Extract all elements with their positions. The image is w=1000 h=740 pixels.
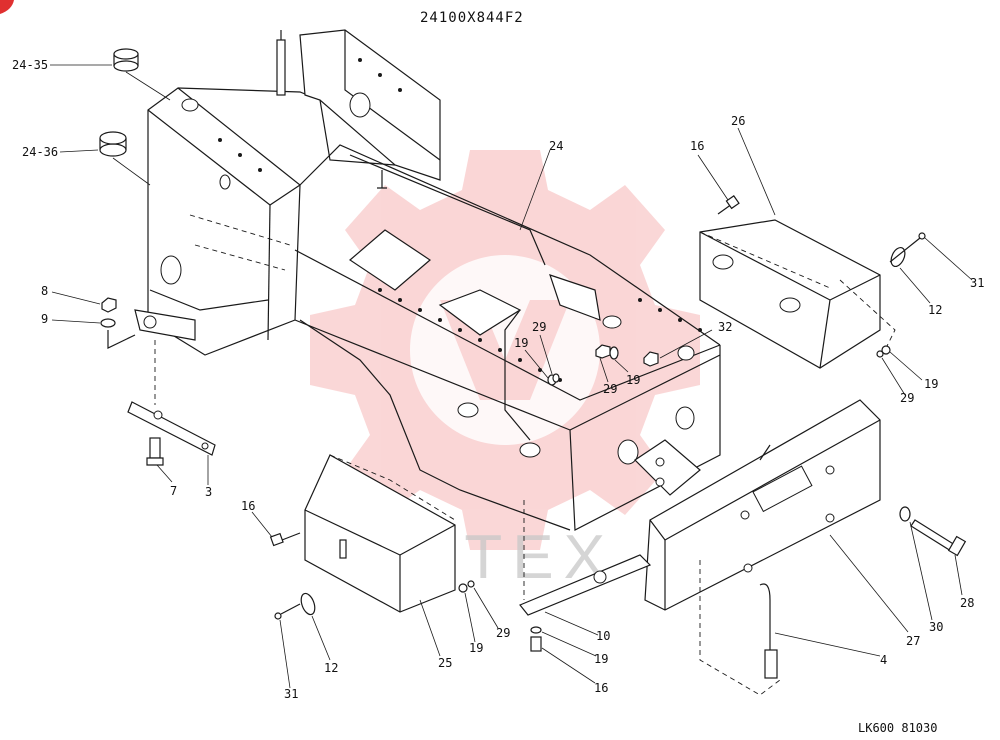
- callout-19-left: 19: [469, 641, 483, 655]
- bolt-16-left: [269, 532, 301, 547]
- callout-labels: 24-35 24-36 8 9 7 3 24 16 26 31 12 19 29…: [12, 58, 984, 701]
- bolt-16-top: [717, 195, 740, 215]
- front-weight-27: [644, 399, 881, 611]
- pin-31-bottom: [274, 603, 301, 620]
- hook-4: [759, 583, 778, 679]
- bracket: [634, 439, 701, 496]
- callout-27: 27: [906, 634, 920, 648]
- callout-25: 25: [438, 656, 452, 670]
- nut-8: [101, 297, 117, 313]
- bushing-24-35: [113, 48, 139, 72]
- callout-19-frame: 19: [514, 336, 528, 350]
- callout-28: 28: [960, 596, 974, 610]
- callout-19-center: 19: [626, 373, 640, 387]
- corner-mark: [0, 0, 14, 14]
- callout-8: 8: [41, 284, 48, 298]
- washer-30: [899, 506, 911, 522]
- callout-9: 9: [41, 312, 48, 326]
- callout-19-right: 19: [924, 377, 938, 391]
- callout-16-left: 16: [241, 499, 255, 513]
- callout-19-bottom: 19: [594, 652, 608, 666]
- callout-30: 30: [929, 620, 943, 634]
- washer-19-29-left: [458, 580, 475, 593]
- washer-9: [100, 318, 116, 328]
- link-3: [127, 401, 216, 456]
- drawing-title: 24100X844F2: [420, 10, 524, 26]
- washer-19-bottom: [530, 626, 542, 634]
- callout-24-36: 24-36: [22, 145, 58, 159]
- callout-10: 10: [596, 629, 610, 643]
- clip-12-top: [890, 246, 906, 268]
- main-frame-24: [147, 29, 721, 531]
- callout-29-frame: 29: [532, 320, 546, 334]
- washer-19-center: [609, 346, 619, 360]
- bushing-24-36: [99, 131, 127, 157]
- callout-31-top: 31: [970, 276, 984, 290]
- callout-4: 4: [880, 653, 887, 667]
- callout-3: 3: [205, 485, 212, 499]
- callout-16-top: 16: [690, 139, 704, 153]
- hinge-bracket: [134, 309, 196, 341]
- bolt-16-bottom: [530, 636, 542, 652]
- callout-7: 7: [170, 484, 177, 498]
- leader-lines: [50, 64, 973, 689]
- callout-26: 26: [731, 114, 745, 128]
- callout-31-bottom: 31: [284, 687, 298, 701]
- callout-29-left: 29: [496, 626, 510, 640]
- callout-12-top: 12: [928, 303, 942, 317]
- washer-19-29-right: [876, 345, 891, 358]
- callout-29-right: 29: [900, 391, 914, 405]
- weight-box-25: [304, 454, 456, 613]
- clip-12-bottom: [300, 592, 316, 616]
- callout-29-center: 29: [603, 382, 617, 396]
- callout-12-bottom: 12: [324, 661, 338, 675]
- footer-code: LK600 81030: [858, 721, 937, 735]
- washer-29-19-frame: [547, 373, 560, 386]
- callout-16-bottom: 16: [594, 681, 608, 695]
- plate-10: [519, 554, 652, 616]
- bolt-28: [910, 519, 967, 557]
- weight-box-26: [699, 219, 881, 369]
- callout-24-35: 24-35: [12, 58, 48, 72]
- callout-32: 32: [718, 320, 732, 334]
- bolt-7: [146, 437, 164, 466]
- callout-24: 24: [549, 139, 563, 153]
- pin-31-top: [889, 232, 926, 263]
- nut-32: [643, 351, 659, 367]
